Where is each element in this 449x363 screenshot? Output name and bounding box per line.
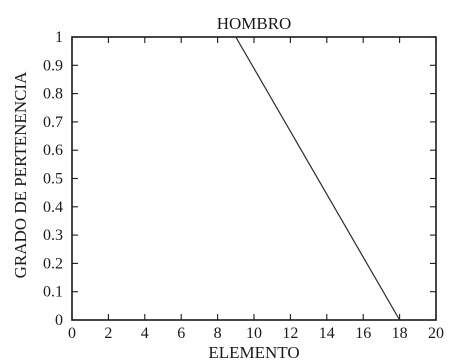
chart-title: HOMBRO xyxy=(217,14,292,33)
y-axis-label: GRADO DE PERTENENCIA xyxy=(11,71,30,278)
x-tick-label: 0 xyxy=(68,325,76,342)
series-layer xyxy=(235,36,401,321)
y-tick-label: 0.6 xyxy=(43,142,63,159)
x-tick-label: 20 xyxy=(428,325,444,342)
membership-line xyxy=(235,36,401,321)
tick-layer: 0 2 4 6 8 10 12 14 16 18 20 0 0.1 0.2 0.3 0.4 0.5 0.6 0.7 0… xyxy=(43,29,444,342)
y-tick-label: 0.1 xyxy=(43,284,63,301)
y-tick-label: 1 xyxy=(55,29,63,46)
x-axis-label: ELEMENTO xyxy=(208,343,299,362)
y-tick-label: 0.8 xyxy=(43,86,63,103)
x-tick-label: 8 xyxy=(214,325,222,342)
y-tick-label: 0 xyxy=(55,312,63,329)
y-tick-label: 0.5 xyxy=(43,171,63,188)
x-tick-label: 14 xyxy=(319,325,335,342)
x-tick-label: 4 xyxy=(141,325,149,342)
y-tick-label: 0.2 xyxy=(43,255,63,272)
plot-area-frame xyxy=(71,36,437,321)
x-tick-label: 10 xyxy=(246,325,262,342)
y-tick-label: 0.3 xyxy=(43,227,63,244)
y-tick-label: 0.9 xyxy=(43,57,63,74)
y-tick-label: 0.7 xyxy=(43,114,63,131)
x-tick-label: 6 xyxy=(177,325,185,342)
x-tick-label: 2 xyxy=(104,325,112,342)
x-tick-label: 18 xyxy=(392,325,408,342)
x-tick-label: 12 xyxy=(282,325,298,342)
x-tick-label: 16 xyxy=(355,325,371,342)
y-tick-label: 0.4 xyxy=(43,199,63,216)
